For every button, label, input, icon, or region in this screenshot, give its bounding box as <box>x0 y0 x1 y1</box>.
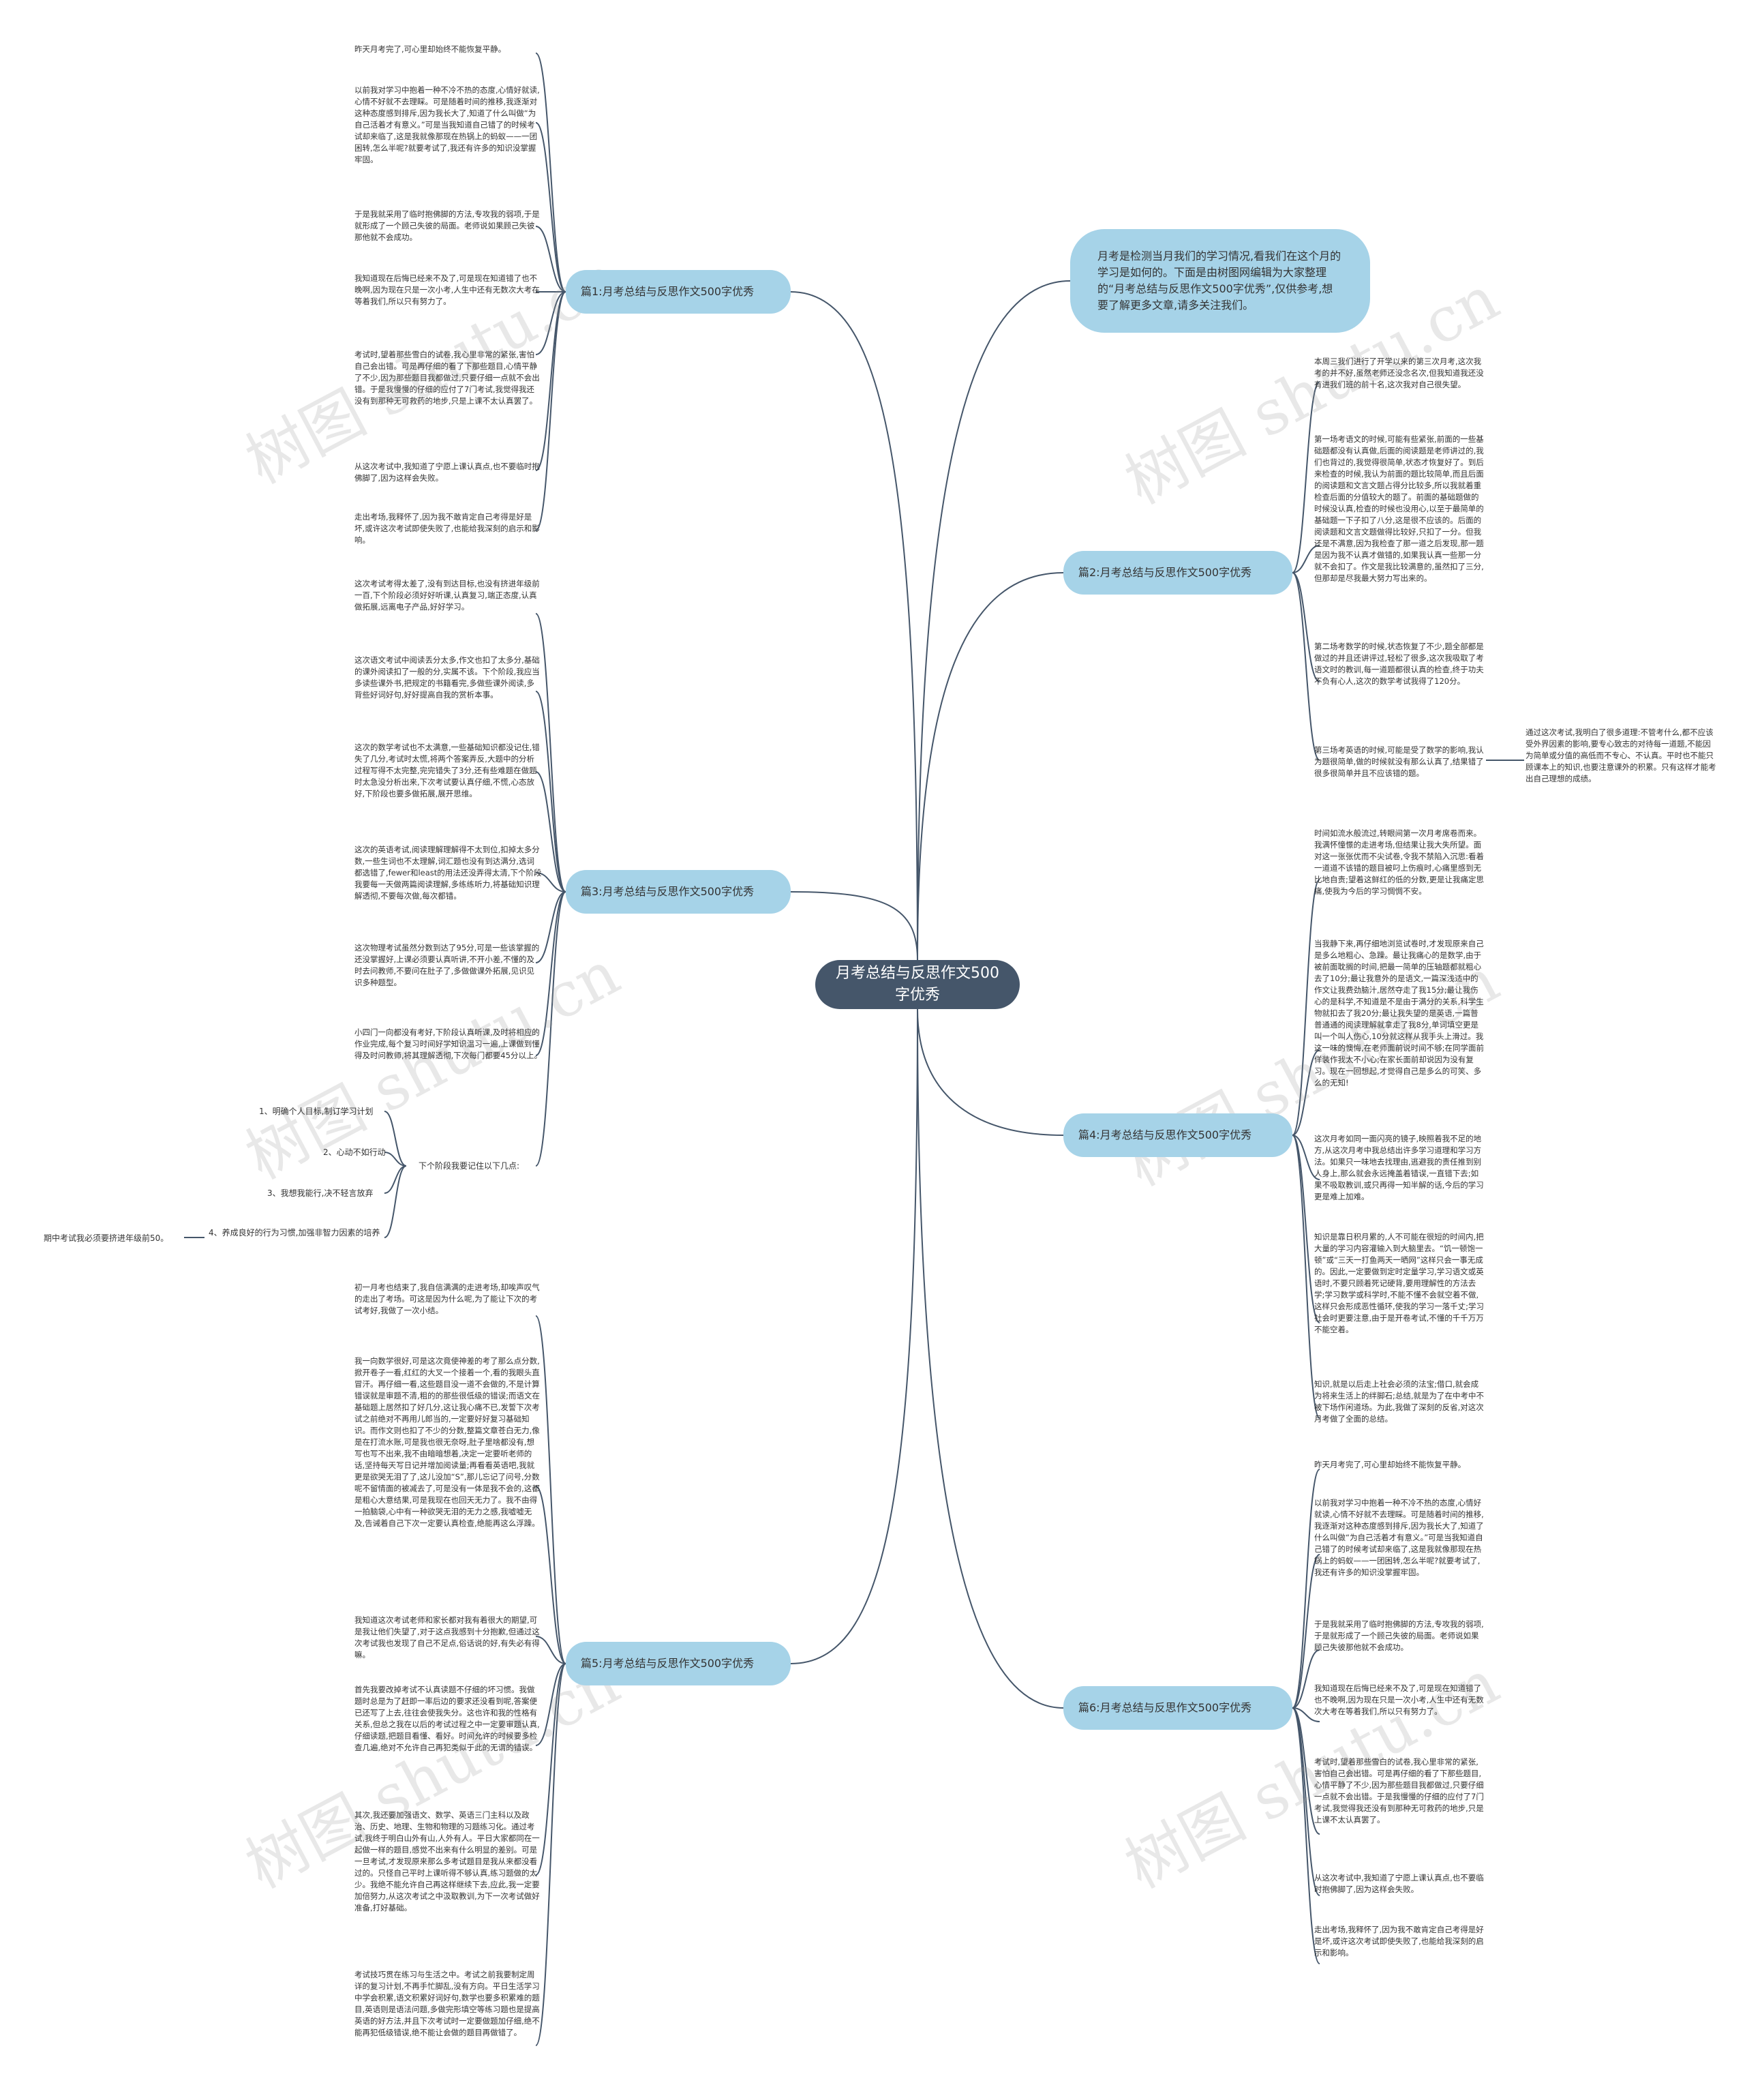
leaf-text: 当我静下来,再仔细地浏览试卷时,才发现原来自己是多么地粗心、急躁。最让我痛心的是… <box>1314 939 1485 1088</box>
leaf-text: 于是我就采用了临时抱佛脚的方法,专攻我的弱项,于是就形成了一个顾己失彼的局面。老… <box>1314 1619 1484 1652</box>
leaf-text: 这次月考如同一面闪亮的镜子,映照着我不足的地方,从这次月考中我总结出许多学习道理… <box>1314 1134 1484 1201</box>
leaf-text: 从这次考试中,我知道了宁愿上课认真点,也不要临时抱佛脚了,因为这样会失败。 <box>354 462 540 483</box>
leaf-text: 我知道现在后悔已经来不及了,可是现在知道错了也不晚啊,因为现在只是一次小考,人生… <box>1314 1683 1484 1716</box>
leaf-text: 通过这次考试,我明白了很多道理:不管考什么,都不应该受外界因素的影响,要专心致志… <box>1526 728 1716 783</box>
branch-node-4[interactable]: 篇4:月考总结与反思作文500字优秀 <box>1063 1113 1292 1157</box>
edge-center-intro <box>917 280 1071 961</box>
intro-text: 月考是检测当月我们的学习情况,看我们在这个月的学习是如何的。下面是由树图网编辑为… <box>1097 250 1341 312</box>
branch-node-6[interactable]: 篇6:月考总结与反思作文500字优秀 <box>1063 1686 1292 1730</box>
leaf-text: 走出考场,我释怀了,因为我不敢肯定自己考得是好是坏,或许这次考试即使失败了,也能… <box>1314 1925 1484 1957</box>
leaf-text: 其次,我还要加强语文、数学、英语三门主科以及政治、历史、地理、生物和物理的习题练… <box>354 1810 540 1912</box>
edge-center-b6 <box>917 1008 1064 1709</box>
leaf-text: 这次物理考试虽然分数到达了95分,可是一些该掌握的还没掌握好,上课必须要认真听讲… <box>354 943 540 987</box>
leaf-text: 于是我就采用了临时抱佛脚的方法,专攻我的弱项,于是就形成了一个顾己失彼的局面。老… <box>354 209 540 242</box>
branch-node-2[interactable]: 篇2:月考总结与反思作文500字优秀 <box>1063 551 1292 595</box>
branch-node-1[interactable]: 篇1:月考总结与反思作文500字优秀 <box>566 270 791 314</box>
next-stage-item: 4、养成良好的行为习惯,加强非智力因素的培养 <box>209 1228 380 1238</box>
edge-center-b2 <box>917 572 1064 961</box>
leaf-text: 初一月考也结束了,我自信满满的走进考场,却唉声叹气的走出了考场。可这是因为什么呢… <box>354 1282 540 1315</box>
leaf-text: 我知道这次考试老师和家长都对我有着很大的期望,可是我让他们失望了,对于这点我感到… <box>354 1615 540 1660</box>
leaf-text: 这次的英语考试,阅读理解理解得不太到位,扣掉太多分数,一些生词也不太理解,词汇题… <box>354 845 542 901</box>
leaf-text: 考试时,望着那些雪白的试卷,我心里非常的紧张,害怕自己会出错。可是再仔细的看了下… <box>1314 1757 1484 1825</box>
leaf-text: 以前我对学习中抱着一种不冷不热的态度,心情好就读,心情不好就不去理睬。可是随着时… <box>1314 1498 1484 1577</box>
leaf-text: 这次考试考得太差了,没有到达目标,也没有挤进年级前一百,下个阶段必须好好听课,认… <box>354 579 540 612</box>
leaf-text: 以前我对学习中抱着一种不冷不热的态度,心情好就读,心情不好就不去理睬。可是随着时… <box>354 85 540 164</box>
leaf-text: 知识是靠日积月累的,人不可能在很短的时间内,把大量的学习内容灌输入到大脑里去。“… <box>1314 1232 1485 1334</box>
branch-node-3[interactable]: 篇3:月考总结与反思作文500字优秀 <box>566 870 791 914</box>
leaf-text: 这次的数学考试也不太满意,一些基础知识都没记住,错失了几分,考试时太慌,将两个答… <box>354 742 540 798</box>
leaf-text: 我知道现在后悔已经来不及了,可是现在知道错了也不晚啊,因为现在只是一次小考,人生… <box>354 273 540 306</box>
leaf-text: 昨天月考完了,可心里却始终不能恢复平静。 <box>354 44 506 54</box>
leaf-text: 第一场考语文的时候,可能有些紧张,前面的一些基础题都没有认真做,后面的阅读题是老… <box>1314 434 1484 583</box>
leaf-text: 第三场考英语的时候,可能是受了数学的影响,我认为题很简单,做的时候就没有那么认真… <box>1314 745 1484 778</box>
edge-center-b3 <box>790 891 918 961</box>
leaf-text: 时间如流水般流过,转眼间第一次月考席卷而来。我满怀憧憬的走进考场,但结果让我大失… <box>1314 828 1485 896</box>
next-stage-note: 期中考试我必须要挤进年级前50。 <box>44 1233 169 1243</box>
edge-center-b1 <box>790 291 918 961</box>
intro-node[interactable]: 月考是检测当月我们的学习情况,看我们在这个月的学习是如何的。下面是由树图网编辑为… <box>1070 229 1370 333</box>
leaf-text: 知识,就是以后走上社会必须的法宝;借口,就会成为将来生活上的绊脚石;总结,就是为… <box>1314 1379 1485 1424</box>
leaf-text: 这次语文考试中阅读丢分太多,作文也扣了太多分,基础的课外阅读扣了一般的分,实属不… <box>354 655 540 700</box>
leaf-text: 首先我要改掉考试不认真读题不仔细的坏习惯。我做题时总是为了赶即一率后边的要求还没… <box>354 1685 540 1752</box>
leaf-text: 走出考场,我释怀了,因为我不敢肯定自己考得是好是坏,或许这次考试即使失败了,也能… <box>354 512 540 545</box>
next-stage-item: 2、心动不如行动 <box>323 1148 386 1157</box>
leaf-text: 考试时,望着那些雪白的试卷,我心里非常的紧张,害怕自己会出错。可是再仔细的看了下… <box>354 350 540 406</box>
next-stage-item: 1、明确个人目标,制订学习计划 <box>259 1107 374 1116</box>
leaf-text: 考试技巧贯在练习与生活之中。考试之前我要制定周详的复习计划,不再手忙脚乱,没有方… <box>354 1970 540 2037</box>
leaf-text: 本周三我们进行了开学以来的第三次月考,这次我考的并不好,虽然老师还没念名次,但我… <box>1314 357 1484 389</box>
edge-center-b5 <box>790 1008 918 1664</box>
leaf-text: 我一向数学很好,可是这次竟使神差的考了那么点分数,掀开卷子一看,红红的大叉一个接… <box>354 1356 541 1528</box>
branch-node-5[interactable]: 篇5:月考总结与反思作文500字优秀 <box>566 1642 791 1685</box>
leaf-text: 小四门一向都没有考好,下阶段认真听课,及时将相应的作业完成,每个复习时间好学知识… <box>354 1028 542 1060</box>
leaf-text: 第二场考数学的时候,状态恢复了不少,题全部都是做过的并且还讲评过,轻松了很多,这… <box>1314 642 1484 686</box>
next-stage-label: 下个阶段我要记住以下几点: <box>419 1161 520 1171</box>
leaf-text: 昨天月考完了,可心里却始终不能恢复平静。 <box>1314 1460 1466 1469</box>
next-stage-item: 3、我想我能行,决不轻言放弃 <box>267 1188 374 1198</box>
edge-center-b4 <box>917 1008 1064 1136</box>
root-node[interactable]: 月考总结与反思作文500字优秀 <box>815 960 1020 1009</box>
leaf-text: 从这次考试中,我知道了宁愿上课认真点,也不要临时抱佛脚了,因为这样会失败。 <box>1314 1873 1484 1894</box>
